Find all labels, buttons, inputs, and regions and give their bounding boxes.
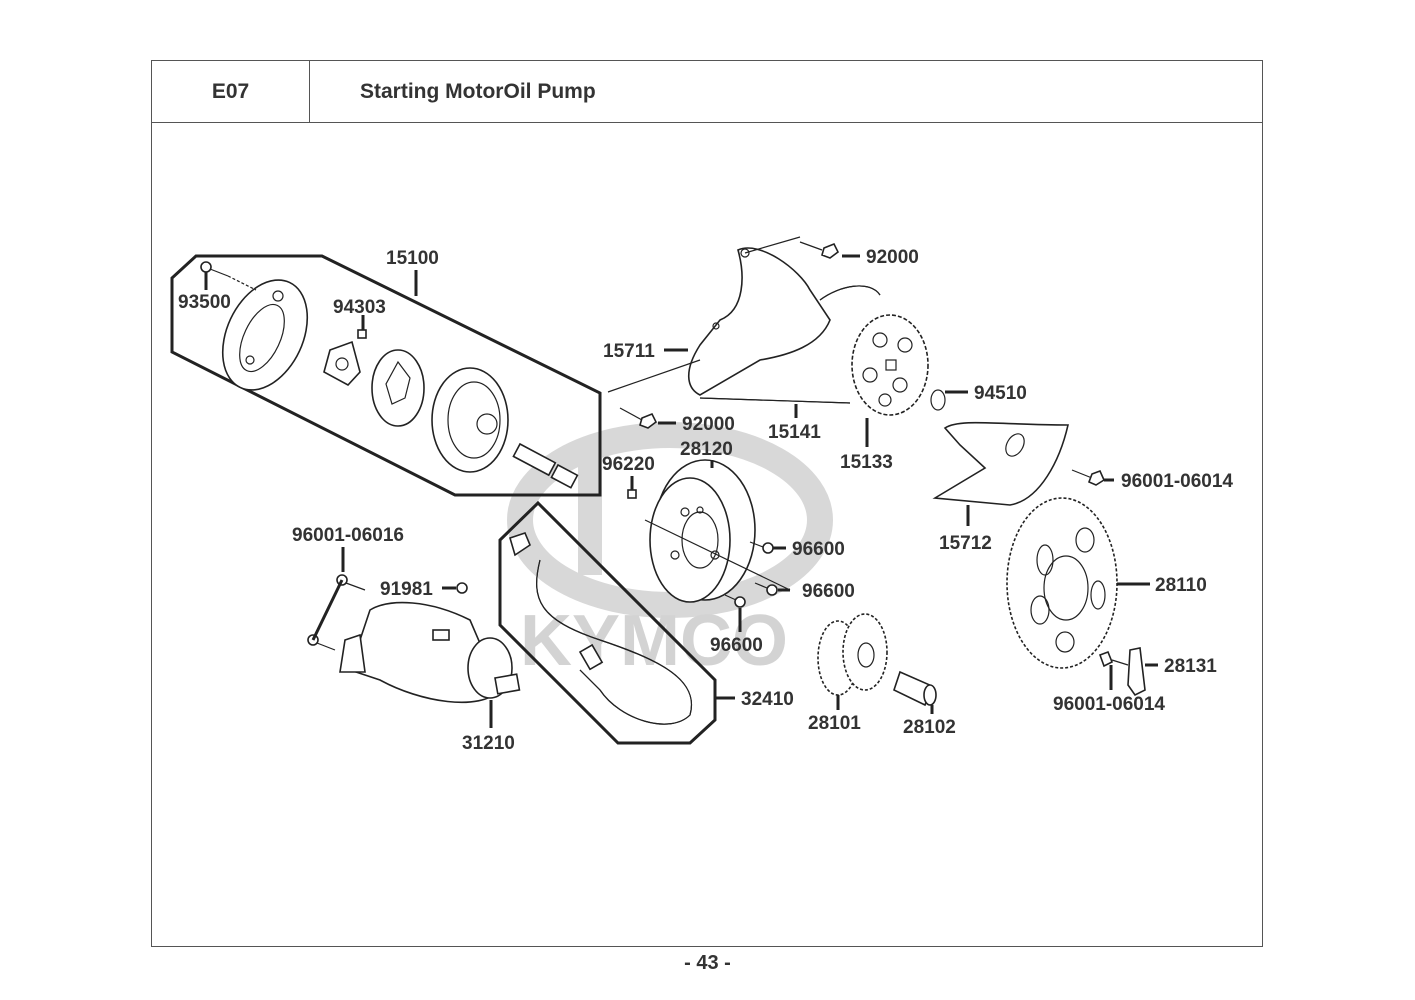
label-32410: 32410 xyxy=(741,689,794,710)
starter-clutch-part xyxy=(627,459,791,603)
pump-body xyxy=(431,367,509,473)
section-header: E07 Starting MotorOil Pump xyxy=(152,61,1262,123)
label-28102: 28102 xyxy=(903,717,956,738)
clutch-bolts xyxy=(724,541,778,608)
oil-pump-shaft xyxy=(512,442,579,489)
oil-pump-screw-part xyxy=(200,261,257,291)
label-94303: 94303 xyxy=(333,297,386,318)
starter-idle-gear-part xyxy=(817,613,888,696)
label-15141: 15141 xyxy=(768,422,821,443)
leader-lines xyxy=(204,254,1158,728)
label-96600-b: 96600 xyxy=(802,581,855,602)
bolt-96001-part xyxy=(1071,469,1106,486)
label-93500: 93500 xyxy=(178,292,231,313)
pump-pin-part xyxy=(357,329,367,339)
label-15711: 15711 xyxy=(603,341,655,362)
label-31210: 31210 xyxy=(462,733,515,754)
starter-cable-part xyxy=(509,532,693,725)
chain-guide-bolts xyxy=(607,236,840,429)
label-28120: 28120 xyxy=(680,439,733,460)
diagram-frame: E07 Starting MotorOil Pump xyxy=(151,60,1263,947)
label-15712: 15712 xyxy=(939,533,992,554)
chain-guide-upper-part xyxy=(687,247,831,396)
label-15100: 15100 xyxy=(386,248,439,269)
idle-gear-shaft-part xyxy=(893,670,937,707)
starter-driven-gear-part xyxy=(1006,497,1118,669)
page-number: - 43 - xyxy=(684,952,731,974)
key-pin-part xyxy=(627,489,637,499)
label-96600-c: 96600 xyxy=(710,635,763,656)
label-15133: 15133 xyxy=(840,452,893,473)
oil-pump-assembly-outline xyxy=(170,254,602,497)
o-ring-part xyxy=(456,582,468,594)
label-92000-upper: 92000 xyxy=(866,247,919,268)
label-28110: 28110 xyxy=(1155,575,1207,596)
label-28131: 28131 xyxy=(1164,656,1217,677)
part-labels: 93500 15100 94303 92000 15711 92000 1514… xyxy=(178,247,1233,754)
label-28101: 28101 xyxy=(808,713,861,734)
oil-pump-sprocket-part xyxy=(851,314,929,416)
starter-stopper-part xyxy=(1098,647,1146,697)
label-96001-06016: 96001-06016 xyxy=(292,525,404,546)
chain-guide-lower-part xyxy=(932,421,1070,506)
section-code: E07 xyxy=(152,61,310,122)
outer-rotor xyxy=(371,349,425,427)
label-94510: 94510 xyxy=(974,383,1027,404)
oil-pump-chain-part xyxy=(699,285,881,404)
label-96600-a: 96600 xyxy=(792,539,845,560)
starter-bolts xyxy=(307,574,468,651)
starter-motor-part xyxy=(339,601,521,704)
label-96220: 96220 xyxy=(602,454,655,475)
watermark-text: KYMCO xyxy=(520,601,788,681)
label-96001-06014-lower: 96001-06014 xyxy=(1053,694,1165,715)
inner-rotor xyxy=(323,340,361,386)
label-92000-lower: 92000 xyxy=(682,414,735,435)
label-91981: 91981 xyxy=(380,579,433,600)
cable-group-outline xyxy=(498,500,717,745)
oil-pump-cover xyxy=(221,279,309,391)
circlip-part xyxy=(930,389,946,411)
section-title: Starting MotorOil Pump xyxy=(360,79,596,103)
label-96001-06014-upper: 96001-06014 xyxy=(1121,471,1233,492)
